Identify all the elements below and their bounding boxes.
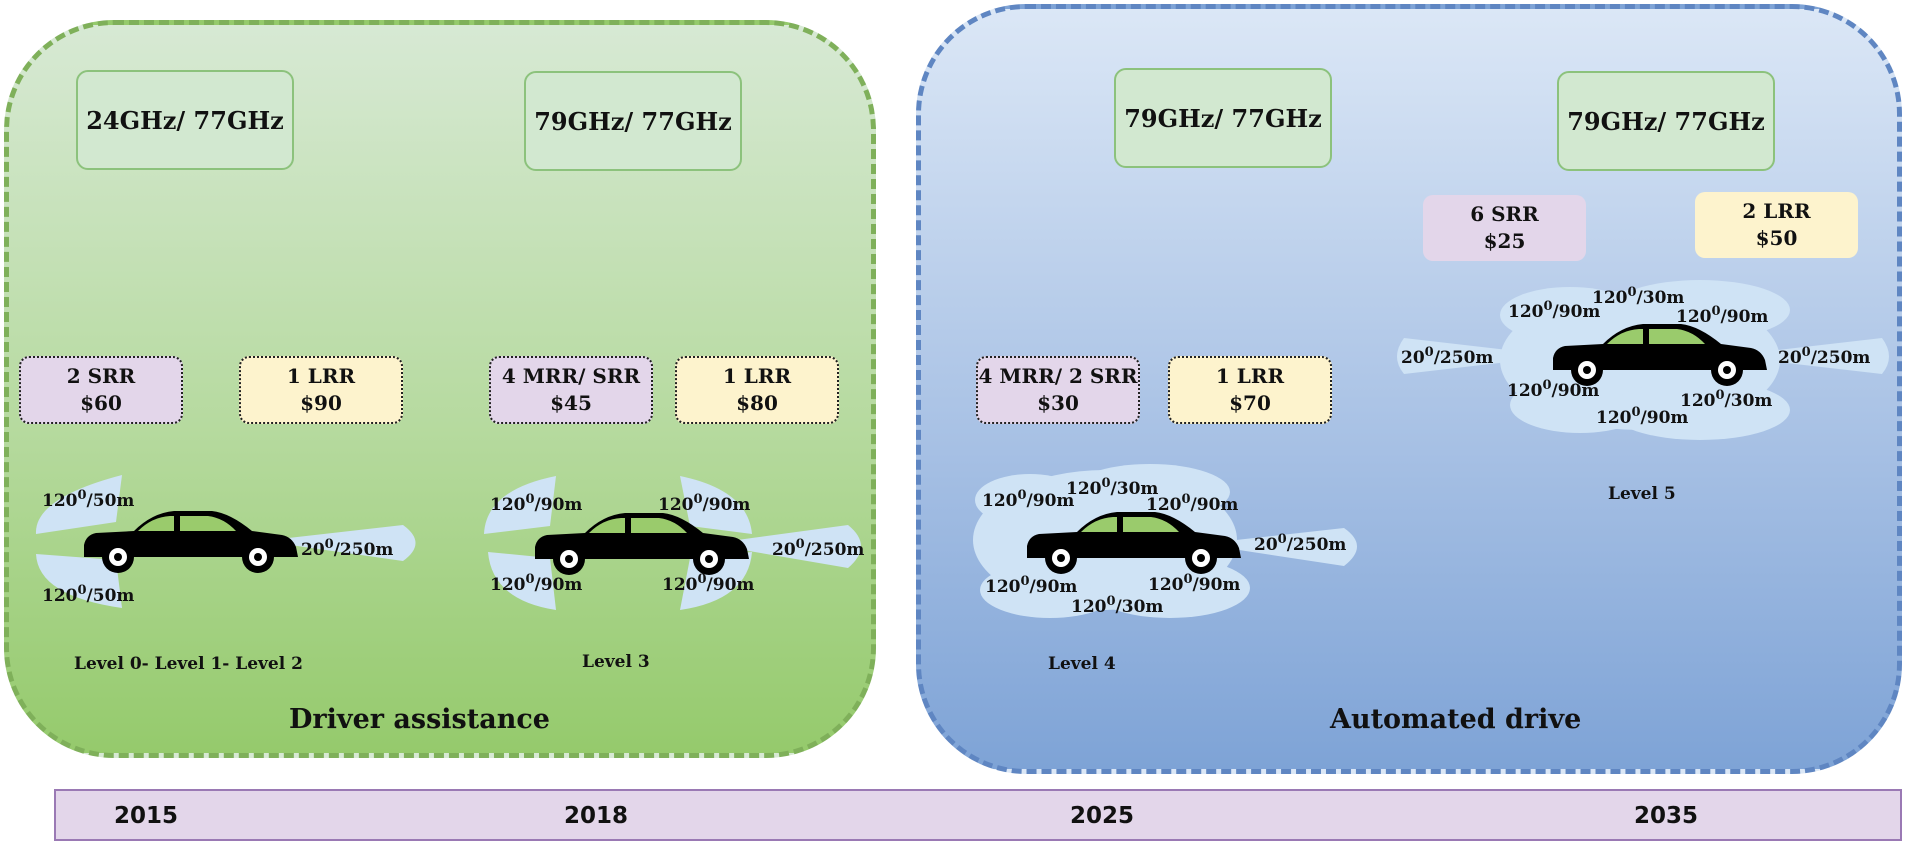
level-label-3: Level 3 xyxy=(582,652,650,672)
freq-box-level5: 79GHz/ 77GHz xyxy=(1557,71,1775,171)
freq-box-level0-2: 24GHz/ 77GHz xyxy=(76,70,294,170)
cost-name: 4 MRR/ 2 SRR xyxy=(978,364,1138,388)
beam-rear-top xyxy=(35,475,123,534)
range-label: 1200/90m xyxy=(985,574,1077,597)
range-label: 1200/90m xyxy=(662,572,754,595)
range-label: 200/250m xyxy=(1401,345,1493,368)
cost-price: $45 xyxy=(550,391,592,415)
beam-front-long xyxy=(708,525,861,568)
beam-rear-long xyxy=(1397,338,1560,374)
beam-rear-bottom xyxy=(488,552,556,610)
beam-front-long xyxy=(1726,338,1889,374)
range-label: 200/250m xyxy=(301,537,393,560)
range-label: 1200/30m xyxy=(1680,388,1772,411)
range-label: 1200/90m xyxy=(490,492,582,515)
cost-price: $80 xyxy=(736,391,778,415)
cost-price: $70 xyxy=(1229,391,1271,415)
cost-box-mrr-level4: 4 MRR/ 2 SRR $30 xyxy=(976,356,1140,424)
beam-front-long xyxy=(262,525,416,561)
range-label: 200/250m xyxy=(1254,532,1346,555)
cost-price: $60 xyxy=(80,391,122,415)
level-label-4: Level 4 xyxy=(1048,654,1116,674)
beam-rear-top xyxy=(484,476,556,534)
cost-name: 1 LRR xyxy=(1215,364,1285,388)
beam-rear-bottom xyxy=(36,554,122,608)
range-label: 1200/90m xyxy=(1507,378,1599,401)
range-label: 200/250m xyxy=(1778,345,1870,368)
range-label: 1200/90m xyxy=(1508,299,1600,322)
beam-front-top xyxy=(680,476,752,534)
timeline-year: 2025 xyxy=(1070,803,1135,829)
cost-box-lrr-level4: 1 LRR $70 xyxy=(1168,356,1332,424)
cost-name: 4 MRR/ SRR xyxy=(501,364,641,388)
range-label: 1200/90m xyxy=(490,572,582,595)
cost-price: $25 xyxy=(1483,229,1526,253)
cost-box-lrr-level3: 1 LRR $80 xyxy=(675,356,839,424)
beams-level3 xyxy=(484,476,861,610)
cost-box-srr-level0-2: 2 SRR $60 xyxy=(19,356,183,424)
range-label: 1200/50m xyxy=(42,488,134,511)
freq-box-level3: 79GHz/ 77GHz xyxy=(524,71,742,171)
cost-name: 2 SRR xyxy=(66,364,136,388)
range-label: 1200/30m xyxy=(1071,594,1163,617)
timeline-bar: 2015 2018 2025 2035 xyxy=(54,789,1902,841)
cost-name: 1 LRR xyxy=(286,364,356,388)
cost-price: $50 xyxy=(1755,226,1798,250)
cost-price: $90 xyxy=(300,391,342,415)
cost-name: 2 LRR xyxy=(1742,199,1811,223)
range-label: 1200/90m xyxy=(1596,405,1688,428)
panel-title-automated-drive: Automated drive xyxy=(1330,704,1582,735)
timeline-year: 2018 xyxy=(564,803,629,829)
beam-front-long xyxy=(1200,528,1357,566)
range-label: 1200/90m xyxy=(1146,492,1238,515)
cost-name: 1 LRR xyxy=(722,364,792,388)
cost-box-lrr-level5: 2 LRR $50 xyxy=(1695,192,1858,258)
cost-box-srr-level5: 6 SRR $25 xyxy=(1423,195,1586,261)
cost-name: 6 SRR xyxy=(1470,202,1539,226)
range-label: 1200/30m xyxy=(1592,285,1684,308)
panel-title-driver-assistance: Driver assistance xyxy=(289,704,550,735)
level-label-0-2: Level 0- Level 1- Level 2 xyxy=(74,654,303,674)
range-label: 200/250m xyxy=(772,537,864,560)
cost-box-mrr-level3: 4 MRR/ SRR $45 xyxy=(489,356,653,424)
range-label: 1200/50m xyxy=(42,583,134,606)
cost-price: $30 xyxy=(1037,391,1079,415)
range-label: 1200/90m xyxy=(1676,304,1768,327)
beams-level0-2 xyxy=(35,475,416,608)
range-label: 1200/90m xyxy=(982,488,1074,511)
range-label: 1200/90m xyxy=(1148,572,1240,595)
timeline-year: 2035 xyxy=(1634,803,1699,829)
level-label-5: Level 5 xyxy=(1608,484,1676,504)
timeline-year: 2015 xyxy=(114,803,179,829)
cost-box-lrr-level0-2: 1 LRR $90 xyxy=(239,356,403,424)
freq-box-level4: 79GHz/ 77GHz xyxy=(1114,68,1332,168)
range-label: 1200/90m xyxy=(658,492,750,515)
range-label: 1200/30m xyxy=(1066,476,1158,499)
